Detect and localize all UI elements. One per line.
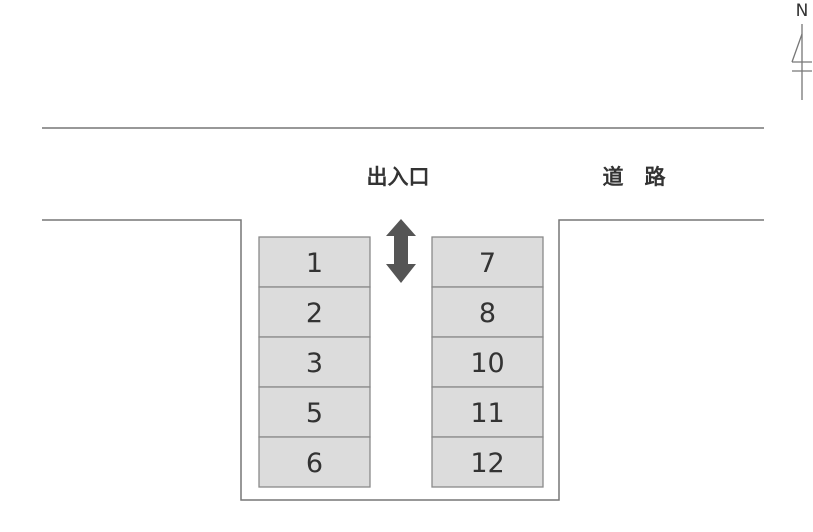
parking-stall-6 [258,436,371,488]
right-parking-column: 7 8 10 11 12 [431,236,544,488]
compass: N [791,1,812,100]
parking-stall-number: 2 [306,298,323,329]
parking-stall-number: 8 [479,298,496,329]
parking-stall-7 [431,236,544,288]
parking-stall-5 [258,386,371,438]
north-arrow-icon [791,24,812,100]
entrance-label: 出入口 [367,165,430,189]
parking-stall-number: 12 [470,448,504,479]
lot-boundary [42,219,764,501]
parking-stall-number: 1 [306,248,323,279]
road-label: 道 路 [603,165,667,189]
parking-stall-10 [431,336,544,388]
parking-stall-number: 10 [470,348,504,379]
parking-stall-number: 6 [306,448,323,479]
parking-stall-1 [258,236,371,288]
compass-label: N [796,1,809,21]
parking-stall-number: 5 [306,398,323,429]
parking-stall-3 [258,336,371,388]
parking-stall-number: 3 [306,348,323,379]
entrance-double-arrow-icon [386,219,416,283]
left-parking-column: 1 2 3 5 6 [258,236,371,488]
parking-stall-number: 11 [470,398,504,429]
parking-stall-8 [431,286,544,338]
parking-stall-number: 7 [479,248,496,279]
parking-stall-12 [431,436,544,488]
parking-stall-11 [431,386,544,438]
